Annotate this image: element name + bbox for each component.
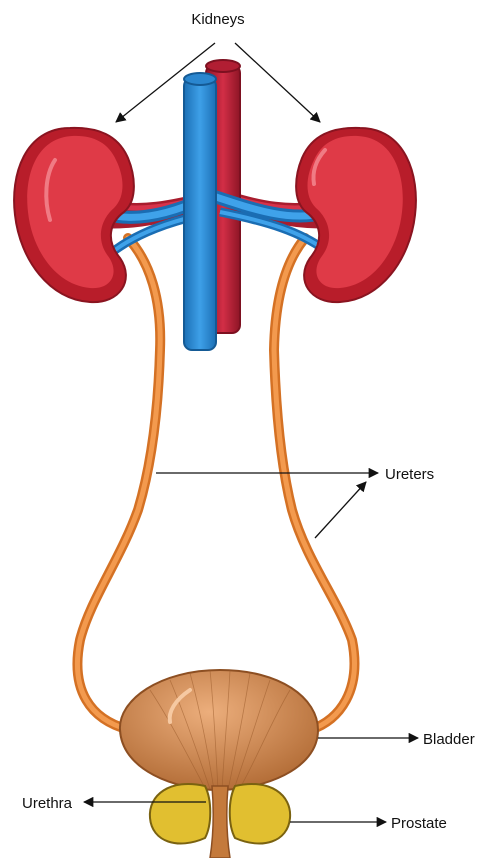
vena-cava (184, 73, 216, 350)
label-kidneys: Kidneys (191, 11, 244, 28)
kidney-right (296, 128, 416, 302)
label-prostate: Prostate (391, 815, 447, 832)
label-ureters: Ureters (385, 466, 434, 483)
label-urethra: Urethra (22, 795, 73, 812)
bladder (120, 670, 318, 790)
label-bladder: Bladder (423, 731, 475, 748)
urethra (210, 786, 230, 858)
ureter-left (77, 238, 160, 730)
kidney-left (14, 128, 134, 302)
